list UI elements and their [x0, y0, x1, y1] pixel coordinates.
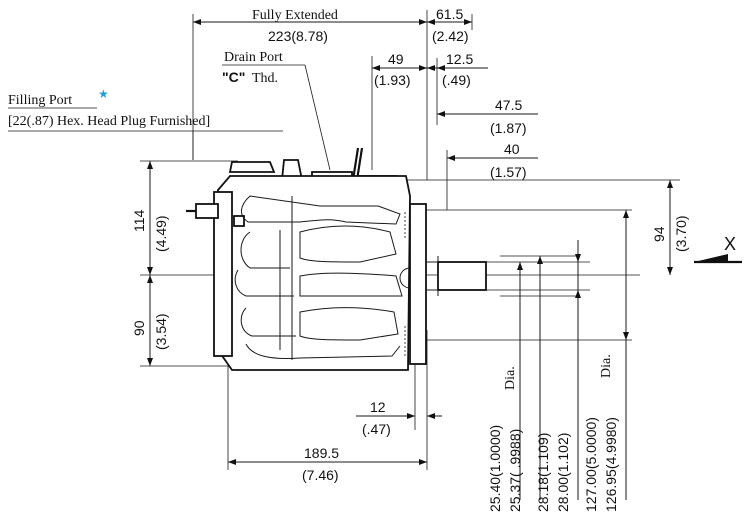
- dim-90-in: (3.54): [153, 313, 169, 350]
- shaft-dia-label: Dia.: [503, 366, 518, 390]
- dim-114-in: (4.49): [153, 215, 169, 252]
- dim-47-5-mm: 47.5: [495, 97, 522, 113]
- drain-port-thread-letter: "C": [222, 69, 245, 85]
- flange-dia-max: 127.00(5.0000): [583, 417, 599, 512]
- dim-94-in: (3.70): [673, 215, 689, 252]
- dim-61-5-mm: 61.5: [436, 6, 463, 22]
- drain-port-label: Drain Port: [224, 50, 283, 65]
- dim-40-mm: 40: [504, 141, 520, 157]
- filling-port-star: ★: [98, 87, 109, 101]
- dim-49-mm: 49: [388, 51, 404, 67]
- dim-12-5-in: (.49): [442, 72, 471, 88]
- view-x-label: X: [724, 234, 736, 254]
- dim-12-in: (.47): [362, 421, 391, 437]
- arrowheads: [147, 19, 673, 465]
- flange-dia-label: Dia.: [599, 354, 614, 378]
- dim-189-5-in: (7.46): [302, 467, 339, 483]
- pilot-dia-min: 28.00(1.102): [555, 433, 571, 512]
- dim-189-5-mm: 189.5: [304, 445, 339, 461]
- dim-12-mm: 12: [370, 399, 386, 415]
- shaft-dia-max: 25.40(1.0000): [487, 425, 503, 512]
- filling-port-label: Filling Port: [8, 93, 72, 108]
- filling-port-note: [22(.87) Hex. Head Plug Furnished]: [8, 114, 210, 129]
- dimension-labels: Fully Extended 223(8.78) 61.5 (2.42) Dra…: [8, 6, 736, 512]
- dim-114-mm: 114: [131, 209, 147, 232]
- pilot-dia-max: 28.18(1.109): [535, 433, 551, 512]
- dim-94-mm: 94: [651, 226, 667, 242]
- dim-12-5-mm: 12.5: [446, 51, 473, 67]
- dim-61-5-in: (2.42): [432, 28, 469, 44]
- shaft-dia-min: 25.37( .9988): [507, 429, 523, 512]
- dim-47-5-in: (1.87): [490, 120, 527, 136]
- drain-port-thread-suffix: Thd.: [252, 71, 278, 86]
- dim-49-in: (1.93): [374, 72, 411, 88]
- flange-dia-min: 126.95(4.9980): [603, 417, 619, 512]
- view-x-arrow: [694, 254, 742, 264]
- dim-90-mm: 90: [131, 320, 147, 336]
- pump-body: [186, 147, 487, 371]
- fully-extended-value: 223(8.78): [268, 28, 328, 44]
- fully-extended-label: Fully Extended: [252, 8, 338, 23]
- dim-40-in: (1.57): [490, 164, 527, 180]
